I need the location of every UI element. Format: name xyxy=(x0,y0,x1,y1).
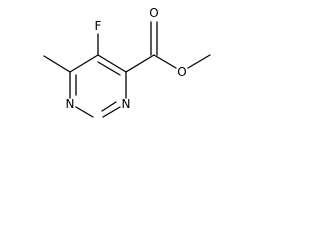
bond-c4-c5-inner xyxy=(97,61,121,76)
ring-nitrogen-left-label: N xyxy=(66,97,75,111)
bond-ester-o-methyl xyxy=(187,54,211,69)
bond-c6-methyl xyxy=(43,55,71,73)
bond-carbonyl-ester-o xyxy=(153,54,177,69)
bond-c4-c5 xyxy=(97,54,127,73)
bond-c2-n3-inner xyxy=(101,101,117,112)
bond-c2-n3 xyxy=(102,106,121,118)
bond-n1-c2 xyxy=(75,106,94,118)
molecule-structure: F N N O O xyxy=(43,6,211,118)
ester-oxygen-label: O xyxy=(177,65,186,79)
bond-c4-carbonyl xyxy=(125,54,155,73)
carbonyl-oxygen-label: O xyxy=(149,6,158,20)
ring-nitrogen-bottom-label: N xyxy=(122,97,131,111)
bond-c5-c6 xyxy=(69,54,99,73)
fluorine-label: F xyxy=(95,19,102,33)
